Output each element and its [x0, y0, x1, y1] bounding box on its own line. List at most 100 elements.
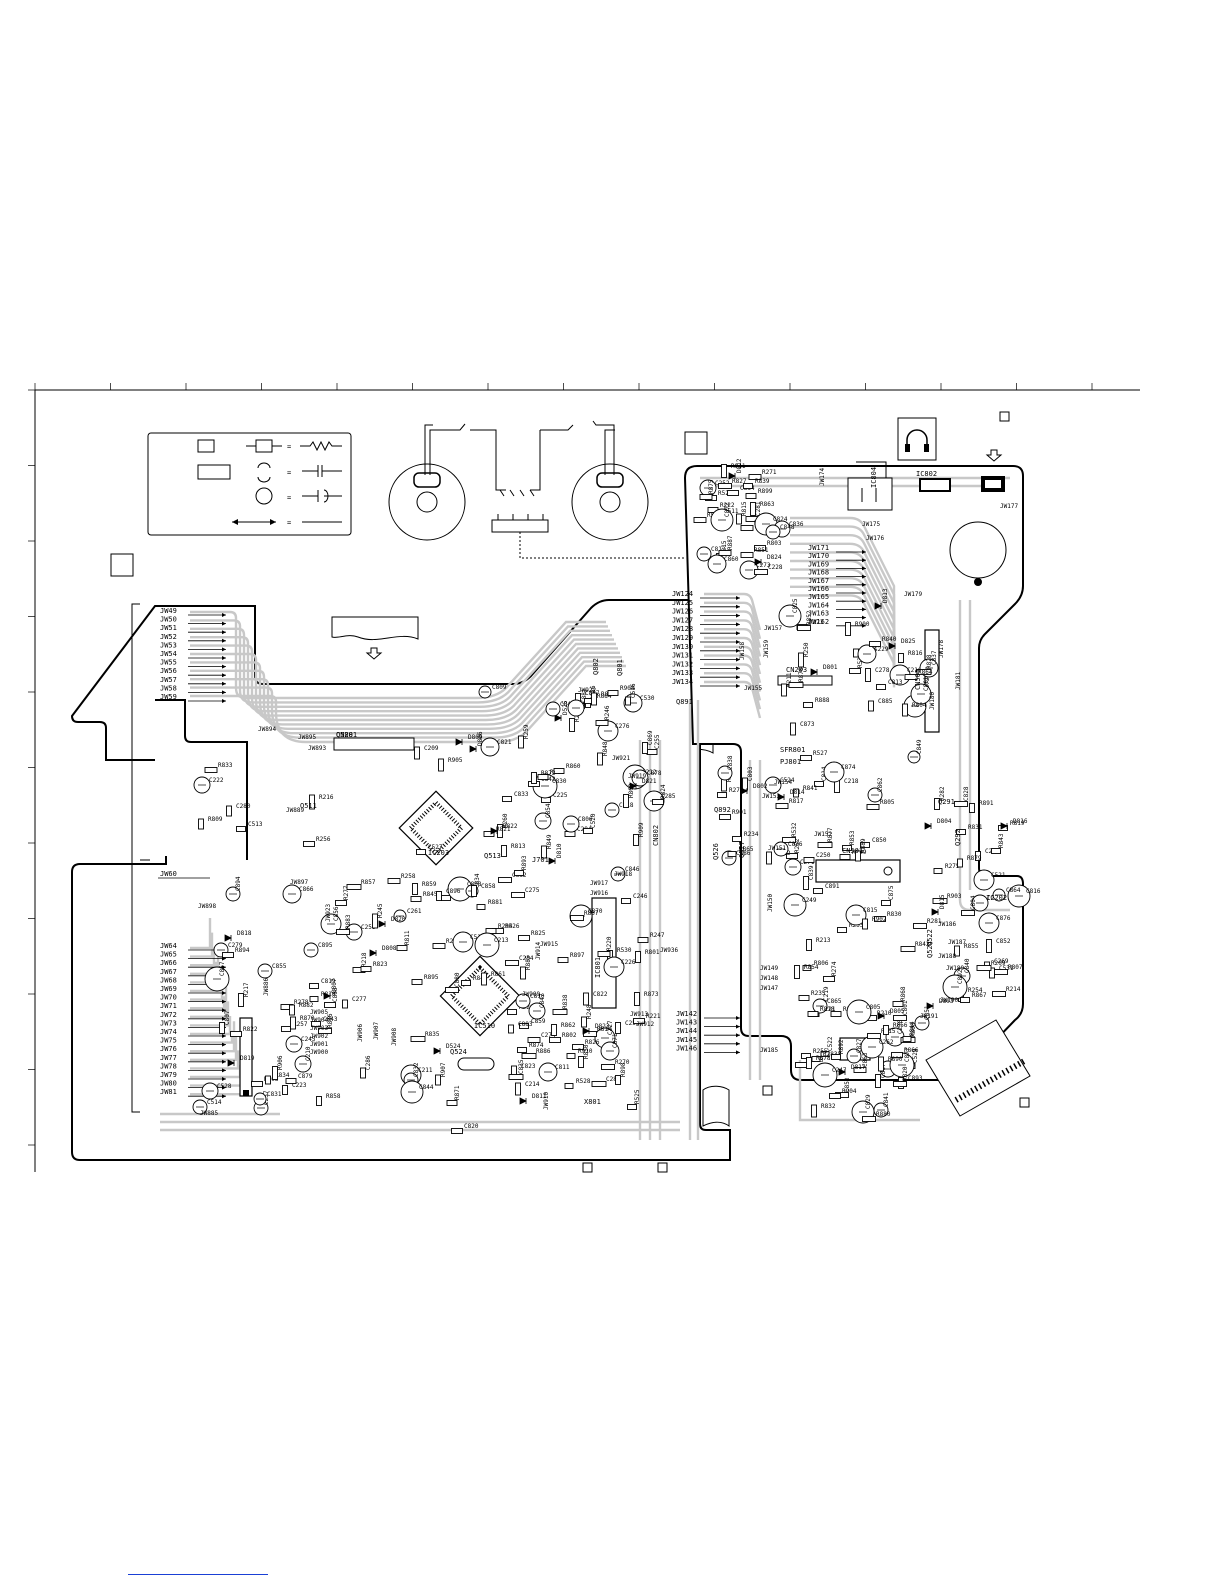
jumper-arrow [862, 623, 866, 628]
component-d822: D822 [490, 823, 518, 835]
component-label: C521 [991, 872, 1006, 879]
component-r851: R851 [740, 547, 769, 558]
ic-label-x801: X801 [584, 1098, 601, 1106]
jumper-label-jw188: JW188 [938, 953, 956, 960]
ic-label-q891: Q891 [676, 698, 693, 706]
component-r900: R900 [845, 621, 870, 636]
component-label: D813 [882, 588, 889, 603]
component-label: R819 [1010, 820, 1025, 827]
component-label: D802 [753, 783, 768, 790]
component-c858: C858 [471, 883, 496, 897]
jumper-label-jw162: JW162 [808, 618, 829, 626]
ic-label-q291: Q291 [938, 798, 955, 806]
ic-label-q527: Q527 [738, 841, 746, 858]
component-label: D814 [790, 789, 805, 796]
component-label: R865 [739, 846, 754, 853]
component-label: C808 [467, 881, 482, 888]
component-label: C813 [888, 679, 903, 686]
component-label: R806 [814, 960, 829, 967]
jumper-label-jw916: JW916 [590, 890, 608, 897]
component-c516: C516 [625, 683, 637, 706]
component-label: R526 [505, 923, 520, 930]
component-label: R830 [887, 911, 902, 918]
component-r525: R525 [627, 1089, 641, 1110]
component-c812: C812 [696, 546, 726, 562]
jumper-arrow [222, 673, 226, 678]
component-r862: R862 [551, 1022, 576, 1036]
jumper-label-jw54: JW54 [160, 650, 177, 658]
component-c801: C801 [893, 1000, 909, 1021]
ic203-sip [924, 629, 940, 733]
component-c228: C228 [754, 564, 783, 575]
component-c871: C871 [600, 1033, 620, 1061]
jumper-arrow [222, 1034, 226, 1038]
component-label: C805 [866, 1004, 881, 1011]
component-label: C522 [827, 1036, 834, 1051]
component-label: R217 [243, 982, 250, 997]
component-r807: R807 [994, 964, 1023, 975]
jumper-label-jw146: JW146 [676, 1044, 697, 1052]
component-r897: R897 [557, 952, 585, 963]
component-label: C863 [862, 1052, 869, 1067]
component-label: R522 [718, 490, 733, 497]
component-label: C262 [879, 1039, 894, 1046]
component-d823: D823 [582, 1023, 610, 1035]
component-d825: D825 [888, 638, 916, 650]
component-r855: R855 [954, 943, 979, 957]
component-c896: C896 [436, 888, 461, 901]
component-r867: R867 [960, 992, 987, 1003]
component-c816: C816 [1007, 884, 1041, 908]
component-label: C516 [630, 683, 637, 698]
component-label: C215 [721, 540, 728, 555]
component-label: R882 [299, 1002, 314, 1009]
component-c865: C865 [812, 998, 842, 1014]
component-r247: R247 [637, 932, 665, 943]
ic-label-q528: Q528 [336, 731, 353, 739]
jumper-arrow [862, 615, 866, 620]
jumper-label-jw53: JW53 [160, 641, 177, 649]
component-r818: R818 [807, 1006, 835, 1017]
component-r817: R817 [775, 798, 804, 809]
jumper-label-jw919: JW919 [628, 773, 646, 780]
jumper-arrow [222, 1059, 226, 1064]
jumper-label-jw129: JW129 [672, 634, 693, 642]
component-label: R893 [521, 855, 528, 870]
component-label: R841 [803, 785, 818, 792]
component-label: C862 [877, 777, 884, 792]
component-r806: R806 [802, 960, 829, 971]
jumper-arrow [736, 631, 740, 636]
component-label: R234 [744, 831, 759, 838]
component-label: R255 [813, 1048, 828, 1055]
component-c892: C892 [942, 969, 968, 1000]
component-r803: R803 [754, 540, 782, 551]
component-d819: D819 [227, 1055, 255, 1067]
component-c807: C807 [219, 1010, 231, 1034]
component-label: R248 [586, 1004, 593, 1019]
component-c524: C524 [764, 776, 795, 794]
jumper-label-jw168: JW168 [808, 569, 829, 577]
component-label: R250 [803, 642, 810, 657]
jumper-arrow [222, 1085, 226, 1090]
component-label: D808 [382, 945, 397, 952]
component-label: R530 [617, 947, 632, 954]
component-label: R258 [401, 873, 416, 880]
speaker-right [571, 420, 649, 541]
component-r893: R893 [514, 855, 528, 876]
component-label: R815 [741, 501, 748, 516]
component-c216: C216 [889, 664, 922, 686]
component-r281: R281 [913, 918, 942, 929]
component-label: C848 [780, 524, 795, 531]
jumper-label-jw901: JW901 [310, 1041, 328, 1048]
footer-hyperlink-underline[interactable] [128, 1574, 268, 1575]
component-label: C531 [999, 965, 1014, 972]
component-label: R849 [546, 834, 553, 849]
component-r886: R886 [521, 1048, 551, 1059]
component-label: R245 [377, 903, 384, 918]
ic-label-ic202: IC202 [986, 894, 1007, 902]
component-label: R857 [361, 879, 376, 886]
jumper-arrow [862, 599, 866, 604]
jumper-arrow [222, 681, 226, 686]
component-label: R831 [968, 824, 983, 831]
component-label: R220 [606, 936, 613, 951]
jumper-label-jw56: JW56 [160, 667, 177, 675]
